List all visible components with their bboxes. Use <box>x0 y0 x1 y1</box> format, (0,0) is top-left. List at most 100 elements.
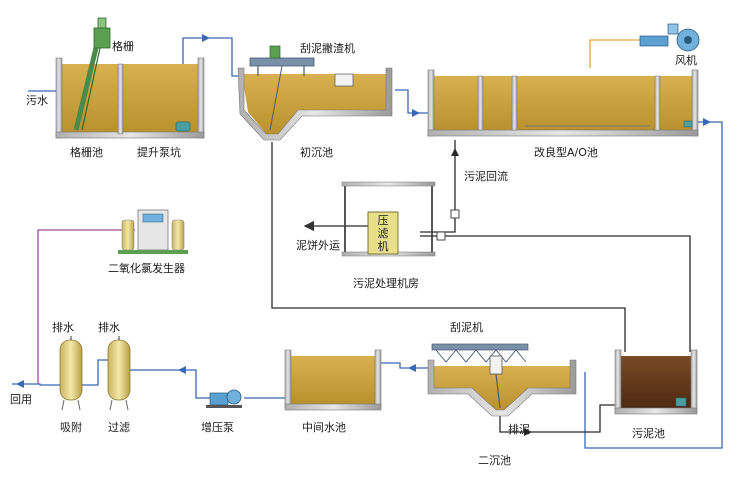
central-drum <box>489 355 503 375</box>
ao-outlet-arrow <box>703 118 711 126</box>
label-sludge-discharge: 排泥 <box>508 422 530 436</box>
label-adsorption: 吸附 <box>60 420 82 434</box>
tank-wall <box>427 69 435 137</box>
valves <box>436 209 460 241</box>
scraper-bridge <box>249 57 315 67</box>
reuse-pipe <box>12 383 60 386</box>
label-intermediate-tank: 中间水池 <box>302 421 346 434</box>
blower-inlet <box>667 23 679 35</box>
to-filter-arrow <box>178 366 186 374</box>
vessel-leg <box>77 399 81 411</box>
scraper-shaft <box>495 373 501 409</box>
scraper-drive <box>269 45 281 59</box>
scraper-blade <box>269 65 283 131</box>
valve-1 <box>436 231 446 241</box>
chlorine-control-panel <box>142 213 164 223</box>
secondary-sludge-pipe <box>499 404 615 433</box>
bar-screen-rail <box>81 47 101 131</box>
filtration-vessel <box>107 339 131 401</box>
label-booster-pump: 增压泵 <box>201 420 234 434</box>
blower-group <box>639 23 700 52</box>
air-supply-pipe <box>589 39 640 68</box>
label-reuse: 回用 <box>10 393 32 406</box>
filter-press-label-2: 滤 <box>378 227 389 240</box>
chlorine-tank-right <box>171 219 185 251</box>
blower-motor <box>639 35 669 47</box>
tank-floor <box>55 131 205 139</box>
primary-clarifier-water <box>242 74 388 136</box>
filter-vessels-group <box>59 336 131 411</box>
label-drain-right: 排水 <box>98 320 120 334</box>
adsorption-vessel <box>59 339 83 401</box>
label-secondary-clarifier: 二沉池 <box>478 454 511 467</box>
label-wastewater: 污水 <box>26 94 48 107</box>
sludge-room-roof <box>341 181 436 187</box>
intermediate-tank-group <box>284 349 382 411</box>
primary-clarifier-wall <box>237 67 393 141</box>
chlorine-base <box>118 250 188 254</box>
partition-wall <box>117 63 124 135</box>
vessel-leg <box>125 399 129 411</box>
label-bar-screen-tank: 格栅池 <box>70 145 103 159</box>
partition-wall <box>511 75 518 131</box>
tank-wall <box>614 349 622 413</box>
label-primary-clarifier: 初沉池 <box>300 145 333 159</box>
tank-floor <box>614 407 698 415</box>
ao-tank-group <box>427 69 699 137</box>
primary-sludge-pipe <box>271 142 626 352</box>
scraper-truss-top <box>431 343 529 351</box>
secondary-outlet-arrow <box>408 364 416 372</box>
tank-wall <box>197 57 205 139</box>
label-sludge-return: 污泥回流 <box>464 169 508 183</box>
label-sludge-cake-out: 泥饼外运 <box>296 238 340 252</box>
primary-clarifier-group <box>237 45 393 141</box>
label-filtration: 过滤 <box>108 421 130 434</box>
scraper-truss-web <box>435 349 527 363</box>
secondary-clarifier-wall <box>427 359 577 417</box>
bar-screen-motor <box>97 17 107 29</box>
primary-to-ao-pipe <box>395 89 428 114</box>
secondary-to-intermediate-pipe <box>380 362 428 369</box>
label-sludge-tank: 污泥池 <box>632 427 665 440</box>
return-pump <box>683 120 693 128</box>
secondary-clarifier-group <box>427 343 577 417</box>
primary-to-ao-arrow <box>412 109 420 117</box>
label-blower: 风机 <box>675 53 697 67</box>
booster-pump-motor <box>209 392 229 406</box>
pump-to-filter-pipe <box>130 369 210 399</box>
bar-screen-tank-group <box>55 17 205 139</box>
filter-press-label-1: 压 <box>378 214 389 227</box>
filter-press-label-3: 机 <box>378 239 389 253</box>
filter-press <box>367 211 399 255</box>
tank-wall <box>691 69 699 137</box>
sludge-return-arrow <box>451 148 459 156</box>
scum-trough <box>334 73 354 87</box>
ao-to-secondary-pipe <box>584 121 723 449</box>
label-sludge-scraper: 刮泥机 <box>450 320 483 334</box>
label-drain-left: 排水 <box>52 320 74 334</box>
bar-screen-frame <box>73 47 99 131</box>
label-chlorine-generator: 二氧化氯发生器 <box>108 261 185 275</box>
secondary-clarifier-water <box>432 366 572 412</box>
label-scraper-skimmer: 刮泥撇渣机 <box>300 41 355 55</box>
sludge-tank-group <box>614 349 698 415</box>
label-ao-tank: 改良型A/O池 <box>534 145 598 159</box>
vessel-leg <box>109 399 113 411</box>
booster-pump-base <box>206 405 242 408</box>
lift-flow-arrow <box>202 34 210 42</box>
label-lift-pump-pit: 提升泵坑 <box>137 145 181 159</box>
tank-wall <box>374 349 382 409</box>
reuse-arrow <box>16 380 24 388</box>
chlorine-dosing-pipe <box>37 229 135 384</box>
sludge-room-group: 压 滤 机 <box>341 181 436 257</box>
partition-wall <box>477 75 484 131</box>
ao-tank-water <box>432 76 694 132</box>
tank-wall <box>55 57 63 139</box>
vessel-leg <box>61 399 65 411</box>
bar-screen-drive <box>93 27 111 49</box>
tank-wall <box>284 349 292 409</box>
booster-pump-casing <box>226 389 242 405</box>
labels: 污水 格栅 格栅池 提升泵坑 刮泥撇渣机 初沉池 风机 改良型A/O池 污泥回流… <box>10 39 697 467</box>
tank-wall <box>690 349 698 413</box>
